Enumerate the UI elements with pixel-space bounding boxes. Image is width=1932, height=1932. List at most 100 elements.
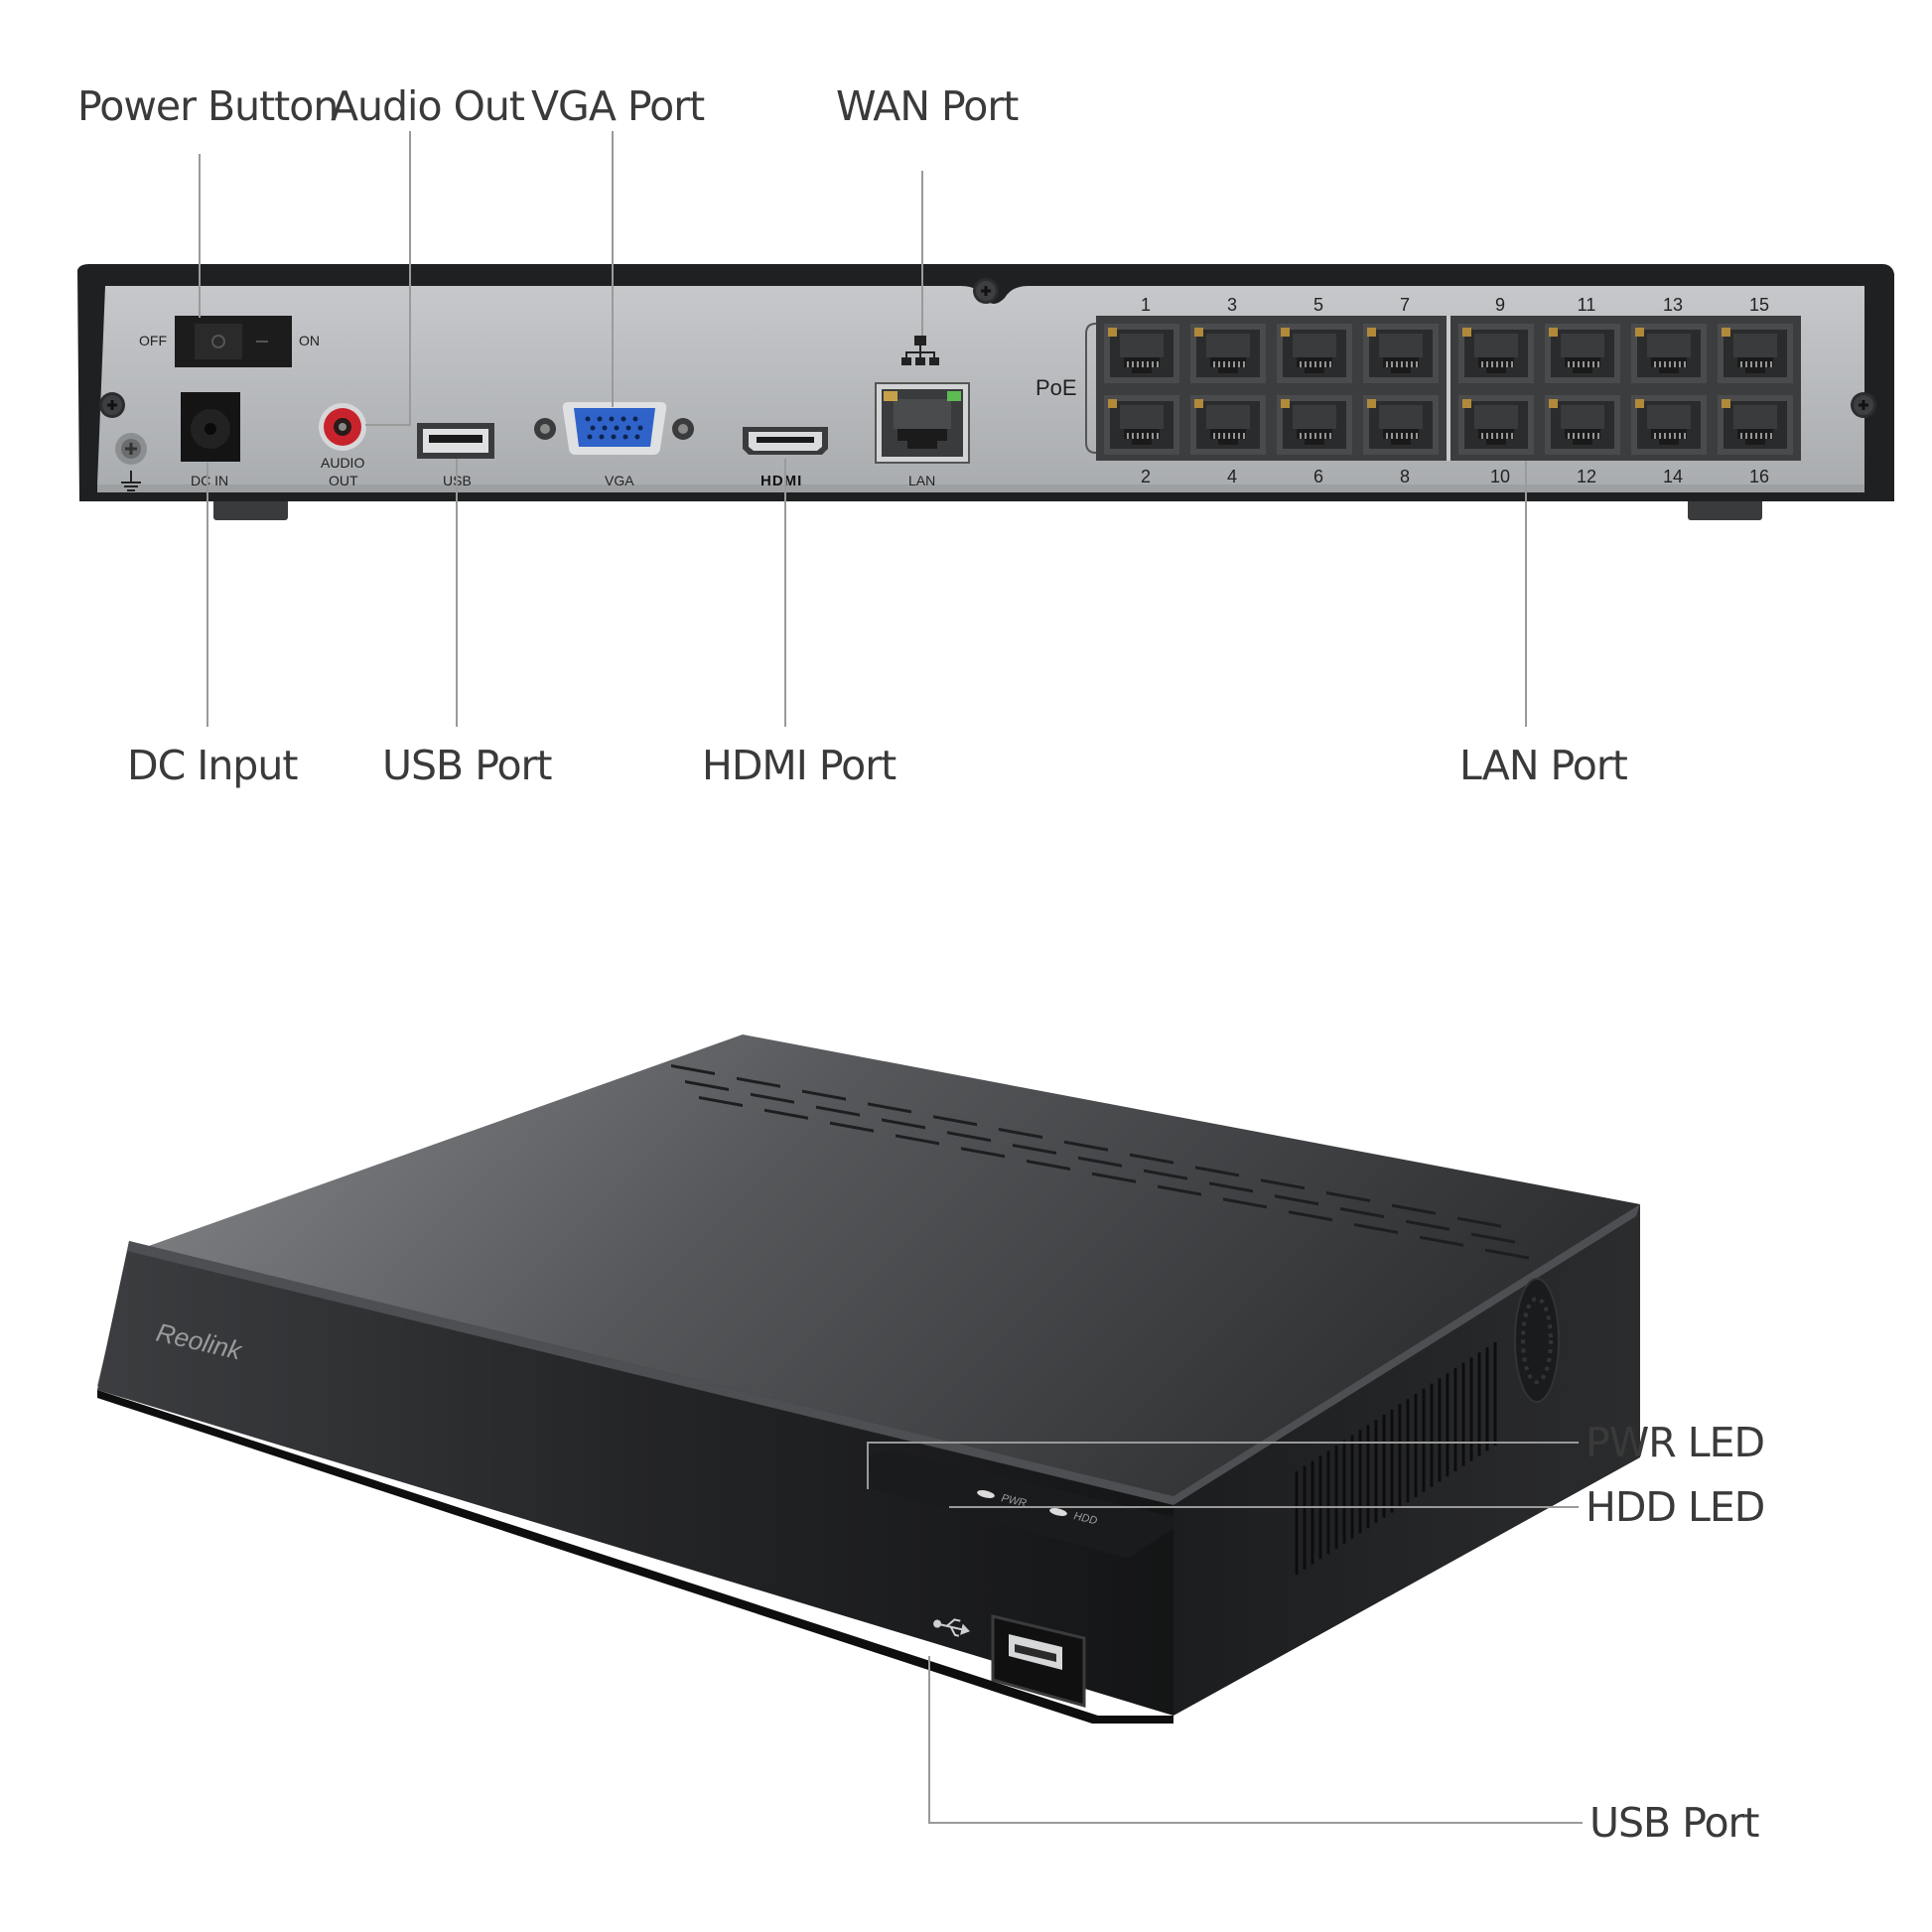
rear-callouts: Power Button Audio Out VGA Port WAN Port… <box>77 82 1629 789</box>
poe-rj45-port[interactable] <box>1189 323 1267 384</box>
callout-dc-input: DC Input <box>127 742 298 789</box>
callout-vga-port: VGA Port <box>531 82 705 130</box>
callout-wan-port: WAN Port <box>836 82 1019 130</box>
poe-rj45-port[interactable] <box>1717 323 1794 384</box>
port-number: 1 <box>1141 295 1151 315</box>
vent-slot <box>1013 1144 1056 1155</box>
vent-slot <box>947 1131 991 1143</box>
vga-port[interactable] <box>534 402 694 455</box>
audio-out-label: OUT <box>329 473 358 488</box>
rear-usb-port[interactable] <box>417 423 494 459</box>
wan-rj45-port[interactable] <box>875 382 970 464</box>
poe-rj45-port[interactable] <box>1276 323 1353 384</box>
vent-slot <box>764 1108 808 1120</box>
ground-icon <box>121 471 141 491</box>
port-number: 9 <box>1495 295 1505 315</box>
poe-label: PoE <box>1035 375 1077 400</box>
front-usb-port[interactable] <box>991 1614 1086 1708</box>
hdmi-port[interactable] <box>743 427 828 455</box>
left-screw <box>99 392 125 418</box>
poe-rj45-port[interactable] <box>1189 394 1267 456</box>
off-label: OFF <box>139 333 167 348</box>
port-number: 13 <box>1663 295 1683 315</box>
poe-rj45-port[interactable] <box>1276 394 1353 456</box>
side-vent-slots <box>1295 1342 1497 1575</box>
poe-rj45-port[interactable] <box>1630 394 1708 456</box>
vent-slot <box>685 1080 729 1091</box>
callout-lan-port: LAN Port <box>1459 742 1628 789</box>
port-number: 7 <box>1400 295 1410 315</box>
dc-in-label: DC IN <box>191 473 228 488</box>
callout-hdmi-port: HDMI Port <box>702 742 897 789</box>
network-icon <box>901 336 939 365</box>
vent-slot <box>1354 1223 1398 1234</box>
callout-power-button: Power Button <box>77 82 338 130</box>
vent-slot <box>868 1102 911 1114</box>
vent-slot <box>1261 1178 1305 1190</box>
poe-port-numbers-top: 1 3 5 7 9 11 13 15 <box>1141 295 1769 315</box>
vent-slot <box>1406 1219 1449 1231</box>
port-number: 6 <box>1313 467 1323 486</box>
vent-slot <box>961 1147 1005 1159</box>
poe-rj45-port[interactable] <box>1362 394 1440 456</box>
port-number: 5 <box>1313 295 1323 315</box>
poe-rj45-port[interactable] <box>1103 323 1180 384</box>
vent-slot <box>1420 1235 1463 1247</box>
vent-slot <box>933 1115 977 1127</box>
dc-input-jack[interactable] <box>181 392 240 462</box>
callout-hdd-led: HDD LED <box>1586 1483 1764 1531</box>
vga-label: VGA <box>605 473 634 488</box>
vent-slot <box>802 1089 846 1101</box>
port-number: 3 <box>1227 295 1237 315</box>
front-callouts: PWR LED HDD LED USB Port <box>1586 1419 1765 1847</box>
audio-out-jack[interactable] <box>319 403 366 451</box>
pwr-led-label: PWR <box>1000 1492 1028 1509</box>
vent-slot <box>1457 1216 1501 1228</box>
front-led-panel <box>869 1450 1173 1558</box>
vent-slot <box>882 1118 925 1130</box>
fan-grille <box>1514 1278 1560 1403</box>
callout-usb-port-rear: USB Port <box>382 742 552 789</box>
port-number: 14 <box>1663 467 1683 486</box>
poe-rj45-port[interactable] <box>1103 394 1180 456</box>
poe-rj45-port[interactable] <box>1457 323 1535 384</box>
poe-rj45-port[interactable] <box>1544 323 1621 384</box>
port-number: 16 <box>1749 467 1769 486</box>
front-view-device: Reolink PWR HDD <box>97 1035 1640 1724</box>
poe-bracket <box>1085 323 1097 454</box>
vent-slot <box>1144 1169 1187 1180</box>
vent-slot <box>816 1105 860 1117</box>
poe-rj45-port[interactable] <box>1544 394 1621 456</box>
vent-slot <box>1275 1194 1318 1206</box>
port-number: 10 <box>1490 467 1510 486</box>
pwr-led <box>977 1490 995 1498</box>
poe-rj45-port[interactable] <box>1717 394 1794 456</box>
vent-slot <box>1223 1197 1267 1209</box>
audio-label: AUDIO <box>321 455 364 471</box>
poe-rj45-port[interactable] <box>1630 323 1708 384</box>
port-number: 11 <box>1578 295 1596 315</box>
vent-slot <box>830 1121 874 1133</box>
power-switch[interactable] <box>175 316 292 367</box>
lan-wan-label: LAN <box>908 473 935 488</box>
poe-rj45-port[interactable] <box>1362 323 1440 384</box>
vent-slot <box>1326 1191 1370 1202</box>
poe-rj45-port[interactable] <box>1457 394 1535 456</box>
vent-slot <box>1471 1232 1515 1244</box>
front-leader-lines <box>867 1442 1583 1824</box>
vent-slot <box>699 1096 743 1107</box>
hdmi-label: HDMI <box>760 473 802 489</box>
vent-slot <box>1195 1166 1239 1177</box>
top-vent-slots <box>671 1064 1529 1260</box>
vent-slot <box>1289 1210 1332 1222</box>
vent-slot <box>1392 1203 1436 1215</box>
vent-slot <box>896 1134 939 1146</box>
callout-pwr-led: PWR LED <box>1586 1419 1764 1466</box>
foot-left <box>213 496 288 520</box>
vent-slot <box>1027 1160 1070 1171</box>
vent-slot <box>1158 1184 1201 1196</box>
vent-slot <box>737 1076 780 1088</box>
vent-slot <box>1064 1140 1108 1152</box>
vent-slot <box>1485 1248 1529 1260</box>
vent-slot <box>1078 1156 1122 1168</box>
